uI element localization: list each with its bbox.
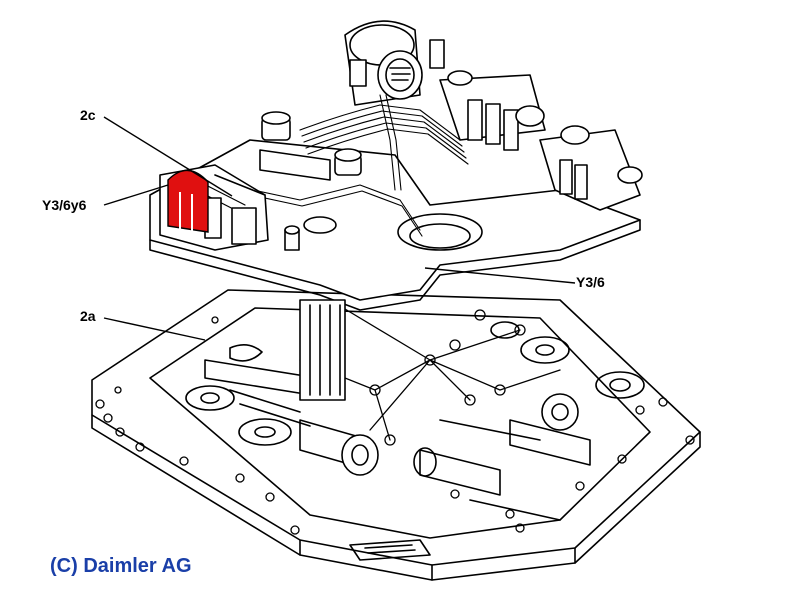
leader-y3-6y6	[103, 184, 169, 206]
label-y3-6: Y3/6	[576, 274, 605, 290]
highlighted-solenoid-coil	[167, 169, 209, 233]
leader-2a	[103, 317, 206, 341]
upper-shift-plate	[149, 20, 643, 401]
lower-valve-body-plate	[91, 289, 701, 581]
label-y3-6y6: Y3/6y6	[42, 197, 87, 213]
leader-lines	[103, 116, 576, 341]
harness-connector	[344, 20, 445, 106]
leader-y3-6	[424, 267, 576, 284]
copyright-notice: (C) Daimler AG	[50, 555, 192, 577]
label-2a: 2a	[80, 308, 96, 324]
leader-2c	[103, 116, 233, 197]
label-2c: 2c	[80, 107, 96, 123]
